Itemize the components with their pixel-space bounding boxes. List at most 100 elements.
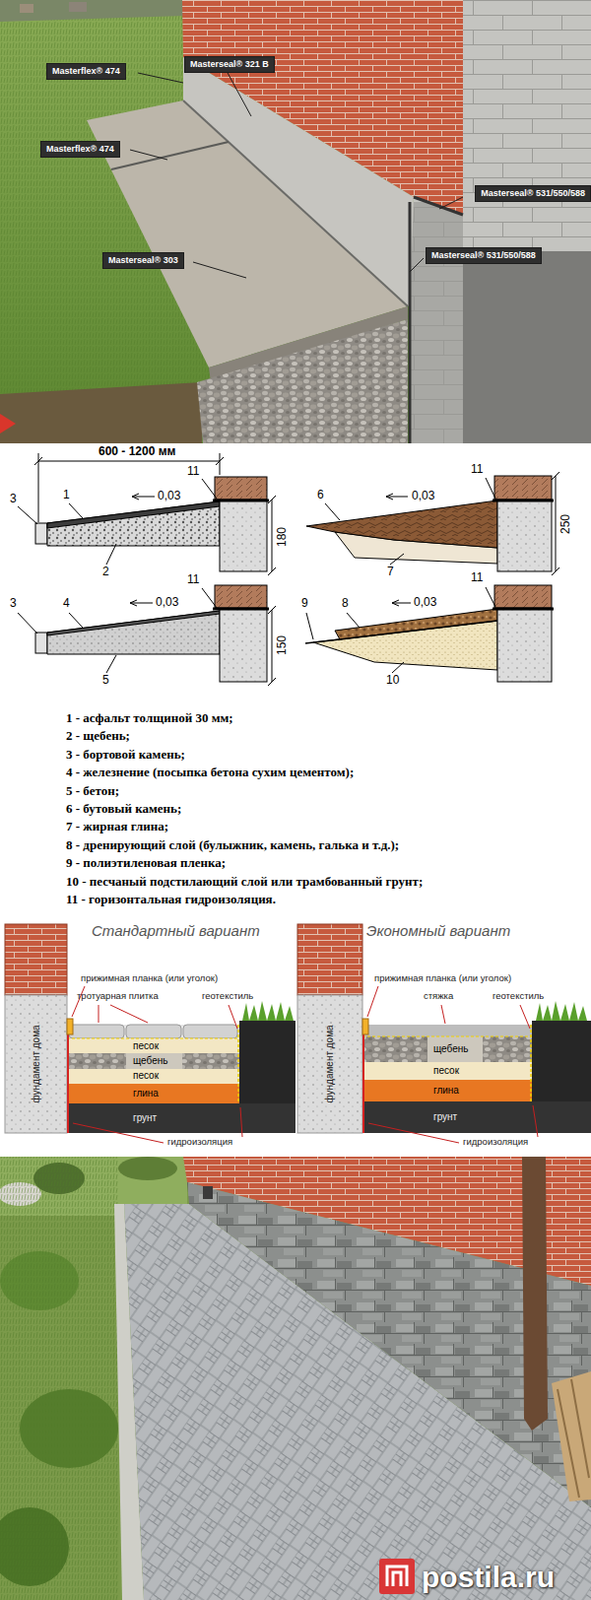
callout-number: 11 [187, 573, 199, 588]
layer-drawings [66, 1068, 240, 1084]
layer-drawings [531, 1020, 591, 1102]
blind-area-photo [111, 141, 229, 170]
legend-line: 2 - щебень; [65, 728, 131, 744]
leader-line [193, 262, 247, 278]
section-drawings [131, 493, 155, 500]
layer-drawings [66, 1038, 240, 1040]
section-drawings [0, 443, 591, 714]
leader-line [520, 1004, 530, 1029]
dimension-text: 250 [559, 514, 574, 534]
blind-area-photo [0, 382, 202, 444]
callout-number: 7 [387, 565, 394, 580]
leader-line [137, 72, 184, 83]
callout-number: 10 [386, 673, 399, 688]
layer-drawings [535, 1000, 588, 1021]
blind-area-photo [408, 201, 463, 444]
layer-drawings [66, 1018, 73, 1035]
layer-name: щебень [433, 1043, 468, 1055]
part-name: геотекстиль [201, 990, 254, 1002]
layer-drawings [66, 1052, 240, 1069]
product-label: Masterflex® 474 [46, 63, 127, 80]
leader-line [226, 70, 252, 117]
callout-number: 5 [102, 673, 110, 688]
leader-line [439, 197, 463, 209]
layer-name: песок [132, 1040, 159, 1052]
product-name: Masterseal® 531/550/588 [480, 188, 586, 198]
layer-drawings [66, 1083, 240, 1104]
callout-number: 9 [301, 596, 309, 611]
dimension-text: 600 - 1200 мм [98, 445, 176, 460]
legend-line: 3 - бортовой камень; [65, 747, 186, 763]
layer-drawings [68, 1024, 125, 1039]
section-drawings [325, 477, 496, 565]
section-drawings [35, 632, 48, 654]
paving-photo [0, 1156, 591, 1600]
legend-line: 11 - горизонтальная гидроизоляция. [65, 892, 276, 908]
part-name: гидроизоляция [167, 1136, 233, 1148]
leader-line [130, 149, 168, 160]
blind-area-photo [408, 201, 412, 444]
section-drawings [267, 605, 276, 686]
layer-name: щебень [132, 1054, 168, 1067]
layer-name: грунт [433, 1111, 458, 1123]
legend-line: 4 - железнение (посыпка бетона сухим цем… [65, 765, 354, 781]
leader-line [98, 1004, 148, 1023]
layer-drawings [66, 1052, 127, 1069]
section-drawings [497, 501, 552, 572]
blind-area-photo [413, 197, 463, 215]
layer-name: песок [433, 1064, 460, 1077]
product-name: Masterflex® 474 [46, 143, 115, 154]
section-drawings [130, 599, 153, 606]
legend-line: 7 - жирная глина; [65, 819, 169, 835]
layer-drawings [66, 1103, 296, 1133]
callout-number: 4 [63, 596, 70, 611]
blind-area-photo [0, 0, 591, 444]
paving-photo [522, 1156, 548, 1431]
section-drawings [38, 460, 220, 462]
callout-number: 8 [341, 596, 349, 611]
section-drawings [47, 610, 220, 636]
watermark: postila.ru [421, 1560, 555, 1595]
layer-drawings [297, 923, 363, 995]
blind-area-photo [0, 413, 16, 434]
callout-number: 11 [470, 571, 483, 586]
layer-drawings [237, 1024, 240, 1104]
paving-photo [202, 1185, 213, 1199]
layer-drawings [362, 1018, 369, 1035]
slope-value: 0,03 [411, 489, 435, 504]
leader-line [409, 258, 424, 272]
layer-drawings [4, 923, 591, 1143]
paving-photo [551, 1371, 591, 1502]
section-drawings [386, 493, 408, 500]
section-drawings [38, 453, 40, 523]
blind-area-photo [0, 0, 184, 22]
callout-number: 3 [9, 596, 17, 611]
blind-area-photo [408, 201, 463, 444]
layer-drawings [66, 1018, 69, 1133]
leader-line [228, 1004, 238, 1029]
part-name: прижимная планка (или уголок) [374, 973, 512, 985]
product-name: Masterseal® 531/550/588 [431, 250, 536, 261]
section-drawings [494, 475, 552, 500]
blind-area-photo [68, 1, 87, 12]
layer-drawings [362, 1024, 532, 1037]
layer-drawings [362, 1036, 428, 1062]
slope-value: 0,03 [155, 595, 179, 610]
section-drawings [17, 588, 217, 673]
paving-photo [387, 1566, 407, 1586]
product-label: Masterseal® 531/550/588 [474, 185, 591, 202]
section-drawings [271, 499, 273, 572]
layer-drawings [362, 1101, 591, 1133]
leader-line [441, 1004, 446, 1024]
layer-drawings [182, 1052, 240, 1069]
layer-drawings [297, 994, 363, 1133]
layer-drawings [239, 1020, 296, 1104]
layer-drawings [362, 1079, 532, 1102]
part-name: прижимная планка (или уголок) [80, 973, 218, 985]
leader-line [71, 985, 538, 1143]
leader-line [130, 70, 463, 278]
product-label: Masterflex® 474 [40, 140, 121, 158]
section-drawings [555, 475, 557, 572]
